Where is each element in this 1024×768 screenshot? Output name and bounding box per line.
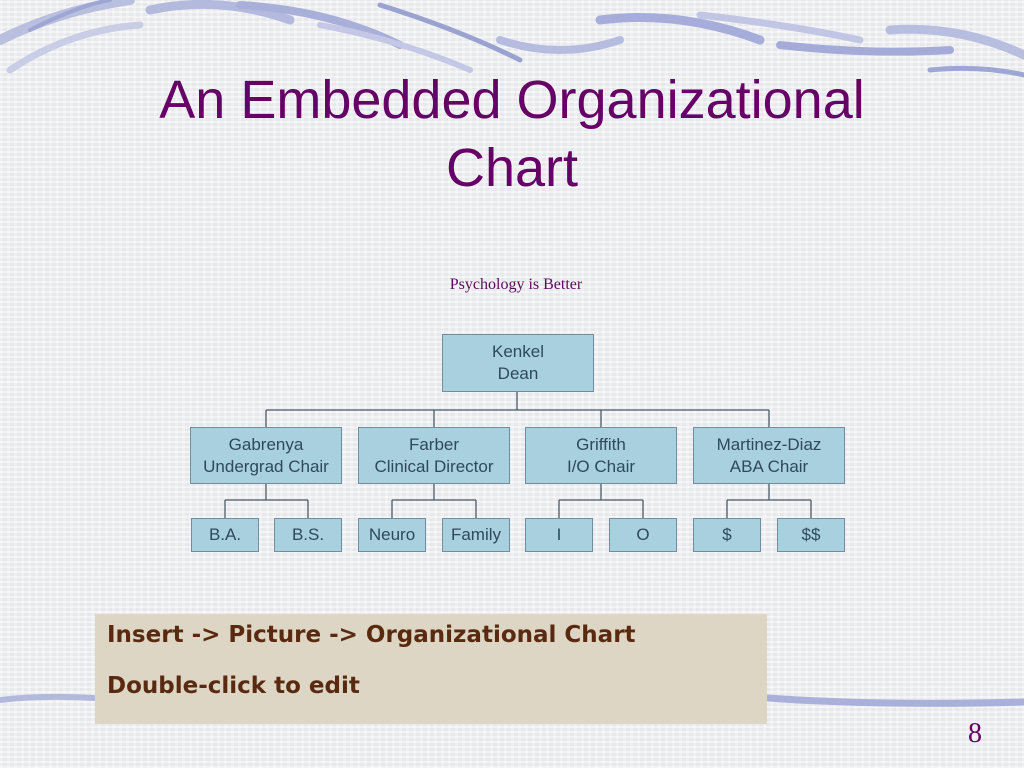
- org-node-role: Undergrad Chair: [203, 456, 329, 476]
- org-node-label: $: [722, 525, 732, 544]
- org-node-name: Gabrenya: [228, 434, 304, 454]
- org-node-department[interactable]: Farber Clinical Director: [358, 427, 510, 484]
- slide-title-line-2: Chart: [445, 138, 579, 198]
- org-node-leaf[interactable]: B.A.: [191, 518, 259, 552]
- org-node-name: Farber: [408, 434, 460, 454]
- org-node-name: Griffith: [576, 434, 626, 454]
- slide-title-line-1: An Embedded Organizational: [159, 70, 865, 130]
- org-node-label: Family: [450, 525, 502, 544]
- instruction-line-2: Double-click to edit: [107, 673, 360, 699]
- org-node-leaf[interactable]: Neuro: [358, 518, 426, 552]
- org-node-role: Dean: [497, 364, 539, 383]
- org-node-department[interactable]: Griffith I/O Chair: [525, 427, 677, 484]
- instruction-note-box: Insert -> Picture -> Organizational Char…: [95, 614, 767, 724]
- org-node-label: O: [636, 525, 650, 544]
- org-node-label: $$: [801, 525, 821, 544]
- org-chart-title: Psychology is Better: [449, 276, 583, 293]
- org-node-label: B.S.: [291, 525, 325, 544]
- org-node-leaf[interactable]: I: [525, 518, 593, 552]
- org-node-leaf[interactable]: B.S.: [274, 518, 342, 552]
- org-node-label: Neuro: [368, 525, 416, 544]
- org-node-name: Kenkel: [492, 342, 544, 361]
- org-node-name: Martinez-Diaz: [716, 434, 822, 454]
- org-node-department[interactable]: Martinez-Diaz ABA Chair: [693, 427, 845, 484]
- instruction-line-1: Insert -> Picture -> Organizational Char…: [107, 622, 636, 648]
- org-node-role: Clinical Director: [374, 456, 494, 476]
- org-node-leaf[interactable]: $: [693, 518, 761, 552]
- org-node-root[interactable]: Kenkel Dean: [442, 334, 594, 392]
- org-node-leaf[interactable]: $$: [777, 518, 845, 552]
- org-node-label: I: [556, 525, 562, 544]
- org-node-role: I/O Chair: [566, 456, 636, 476]
- org-node-leaf[interactable]: O: [609, 518, 677, 552]
- org-node-leaf[interactable]: Family: [442, 518, 510, 552]
- org-node-role: ABA Chair: [729, 456, 809, 476]
- slide-title: An Embedded Organizational Chart: [0, 66, 1024, 202]
- slide-page-number: 8: [968, 718, 982, 749]
- org-node-department[interactable]: Gabrenya Undergrad Chair: [190, 427, 342, 484]
- org-node-label: B.A.: [208, 525, 242, 544]
